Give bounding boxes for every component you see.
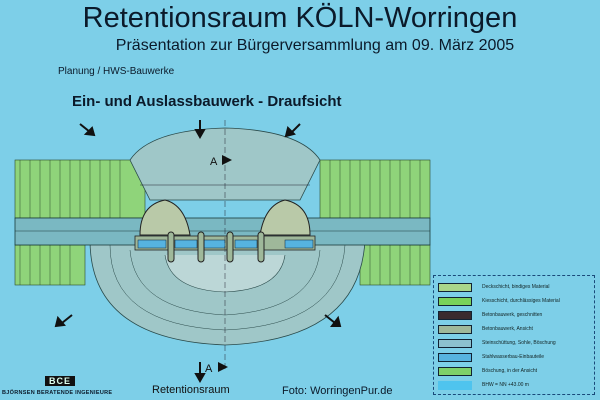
legend-swatch [438, 296, 472, 306]
legend: Deckschicht, bindiges Material Kiesschic… [433, 275, 595, 395]
section-label: Planung / HWS-Bauwerke [58, 66, 175, 77]
company-name: BJÖRNSEN BERATENDE INGENIEURE [2, 390, 113, 396]
right-bank [319, 159, 431, 286]
slide-subtitle: Präsentation zur Bürgerversammlung am 09… [115, 37, 515, 54]
arrow-icon [330, 315, 342, 327]
legend-label: Kiesschicht, durchlässiges Material [482, 298, 560, 304]
legend-swatch [438, 310, 472, 320]
legend-label: BHW = NN +43.00 m [482, 382, 529, 388]
legend-item: Deckschicht, bindiges Material [438, 282, 550, 292]
arrow-down-icon [194, 373, 206, 384]
arrow-icon [54, 315, 66, 328]
legend-item: Betonbauwerk, geschnitten [438, 310, 542, 320]
flow-arrows [54, 120, 342, 384]
legend-label: Betonbauwerk, geschnitten [482, 312, 543, 318]
legend-label: Betonbauwerk, Ansicht [482, 326, 533, 332]
arrow-down-icon [194, 129, 206, 140]
legend-swatch [438, 324, 472, 334]
slide-title: Retentionsraum KÖLN-Worringen [82, 2, 518, 34]
legend-swatch [438, 380, 472, 390]
section-mark-bottom: A [205, 363, 213, 375]
section-arrow-bottom-icon [218, 362, 228, 372]
legend-label: Böschung, in der Ansicht [482, 368, 538, 374]
legend-swatch [438, 282, 472, 292]
legend-swatch [438, 352, 472, 362]
legend-item: Steinschüttung, Sohle, Böschung [438, 338, 556, 348]
retention-basin [89, 239, 366, 346]
company-logo: BCE [45, 376, 76, 386]
slope-hatching [19, 160, 421, 285]
section-arrow-top-icon [222, 155, 232, 165]
arrow-icon [83, 126, 96, 137]
legend-label: Stahlwasserbau-Einbauteile [482, 354, 544, 360]
legend-item: Betonbauwerk, Ansicht [438, 324, 533, 334]
legend-item: Stahlwasserbau-Einbauteile [438, 352, 544, 362]
section-mark-top: A [210, 156, 218, 168]
arrow-icon [284, 126, 296, 138]
legend-item: Böschung, in der Ansicht [438, 366, 537, 376]
legend-item: Kiesschicht, durchlässiges Material [438, 296, 560, 306]
legend-swatch [438, 338, 472, 348]
inlet-basin [129, 127, 321, 201]
photo-credit: Foto: WorringenPur.de [282, 385, 393, 397]
bottom-area-label: Retentionsraum [152, 384, 230, 396]
plan-drawing: A A Retentionsraum [14, 120, 431, 396]
legend-label: Steinschüttung, Sohle, Böschung [482, 340, 556, 346]
legend-item: BHW = NN +43.00 m [438, 380, 529, 390]
drawing-heading: Ein- und Auslassbauwerk - Draufsicht [72, 93, 342, 110]
legend-label: Deckschicht, bindiges Material [482, 284, 550, 290]
legend-swatch [438, 366, 472, 376]
